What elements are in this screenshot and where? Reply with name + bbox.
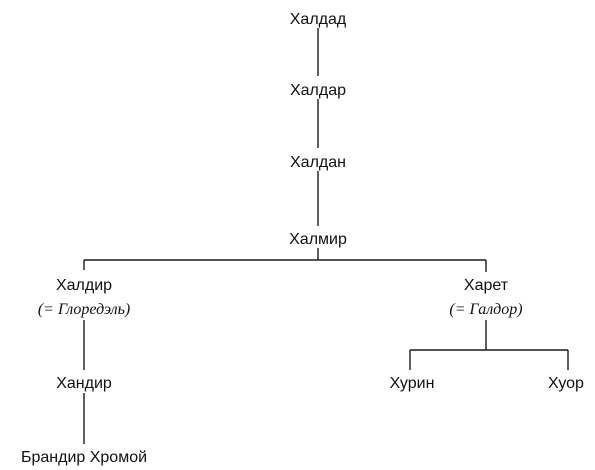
node-huor: Хуор: [548, 375, 584, 392]
tree-edges: [83, 28, 569, 444]
node-haret-spouse: (= Галдор): [449, 301, 522, 318]
tree-labels: Халдад Халдар Халдан Халмир Халдир (= Гл…: [21, 11, 584, 466]
node-haret: Харет: [464, 277, 509, 294]
node-haldir-spouse: (= Глоредэль): [38, 301, 130, 318]
node-haldad: Халдад: [290, 11, 347, 28]
node-brandir: Брандир Хромой: [21, 449, 147, 466]
node-haldan: Халдан: [290, 154, 346, 171]
node-handir: Хандир: [56, 375, 112, 392]
node-halmir: Халмир: [289, 231, 347, 248]
node-hurin: Хурин: [390, 375, 435, 392]
node-haldir: Халдир: [56, 277, 112, 294]
node-haldar: Халдар: [290, 82, 346, 99]
